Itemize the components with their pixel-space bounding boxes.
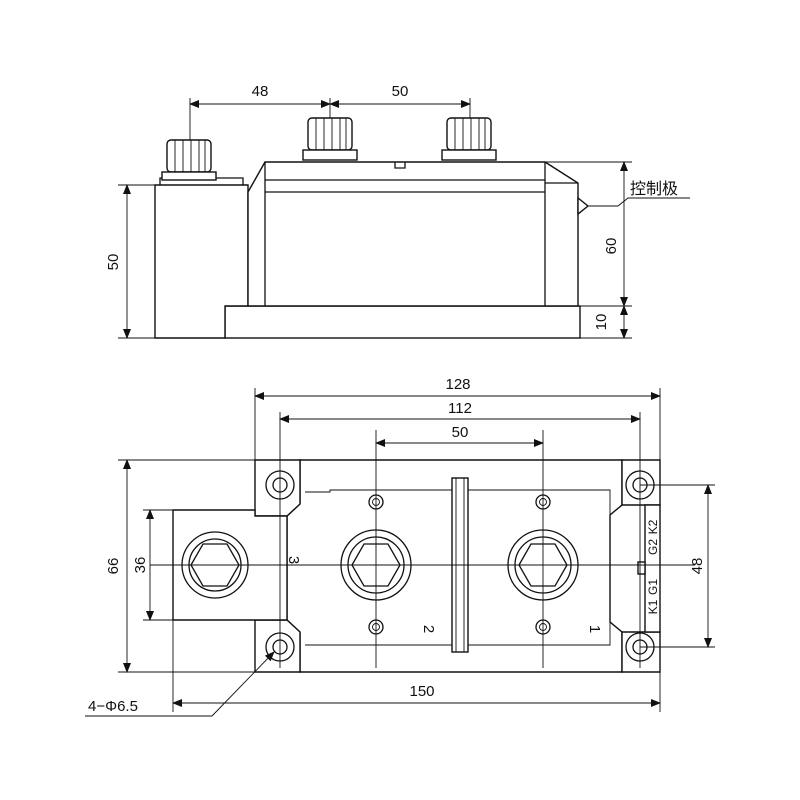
dim-50-top-label: 50 xyxy=(392,83,409,100)
pin-k1-label: K1 xyxy=(646,599,660,614)
pin-k2-label: K2 xyxy=(646,519,660,534)
dim-112-label: 112 xyxy=(448,400,472,417)
terminal-2-number: 2 xyxy=(420,625,437,633)
hole-leader-line xyxy=(211,651,275,717)
pin-tab xyxy=(637,561,646,575)
base-plate xyxy=(224,305,581,339)
top-view: 128 112 50 66 36 48 150 4−Φ6.5 3 2 1 K2 xyxy=(85,376,715,717)
ear-bottom-right xyxy=(621,631,661,673)
gate-label: 控制极 xyxy=(630,180,678,198)
dim-60-label: 60 xyxy=(603,238,620,255)
gate-pin xyxy=(577,196,590,216)
dim-36-label: 36 xyxy=(132,557,149,574)
gate-leader-line xyxy=(588,197,690,207)
hole-label: 4−Φ6.5 xyxy=(88,698,138,715)
terminal-nut-left xyxy=(161,139,217,181)
pin-g1-label: G1 xyxy=(646,579,660,595)
main-housing xyxy=(247,161,579,307)
dim-50-left-label: 50 xyxy=(105,254,122,271)
side-view: 48 50 50 60 10 控制极 xyxy=(105,83,690,339)
dim-150-label: 150 xyxy=(409,683,434,700)
terminal-nut-right xyxy=(441,117,497,161)
terminal-nut-middle xyxy=(302,117,358,161)
dim-10-label: 10 xyxy=(593,314,610,331)
dim-48-label: 48 xyxy=(252,83,269,100)
terminal-3-number: 3 xyxy=(285,556,302,564)
dim-66-label: 66 xyxy=(105,558,122,575)
terminal-1-number: 1 xyxy=(586,625,603,633)
pin-g2-label: G2 xyxy=(646,539,660,555)
dim-50-label: 50 xyxy=(452,424,469,441)
dim-128-label: 128 xyxy=(445,376,470,393)
dim-48-label: 48 xyxy=(689,558,706,575)
